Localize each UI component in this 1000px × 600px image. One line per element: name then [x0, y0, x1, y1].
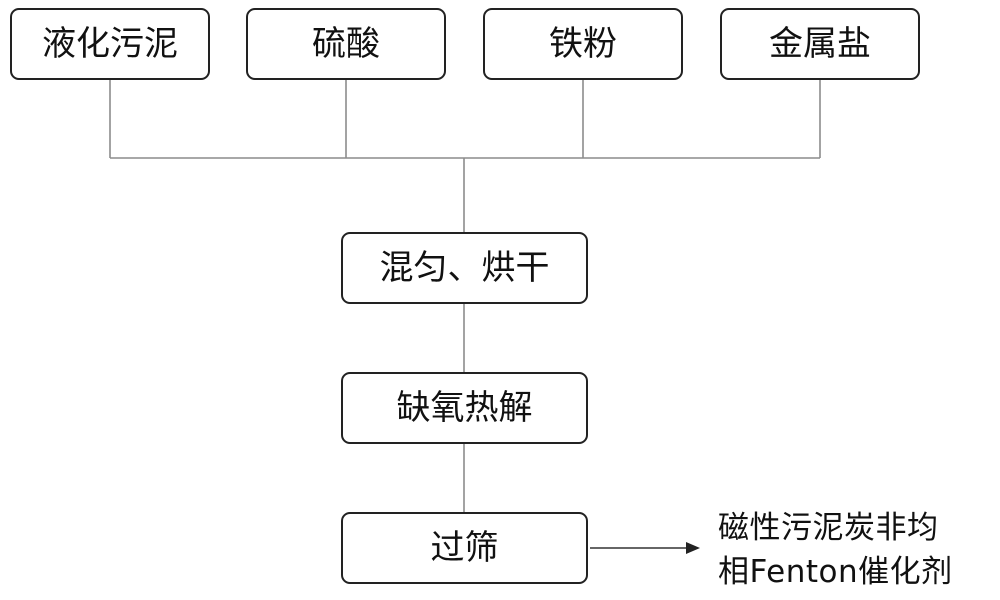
- arrow-head-icon: [686, 542, 700, 554]
- input-label: 液化污泥: [42, 24, 178, 64]
- product-label-line-1: 磁性污泥炭非均: [718, 510, 939, 546]
- step-label: 缺氧热解: [396, 388, 533, 428]
- input-box-metal-salt: 金属盐: [720, 8, 920, 80]
- product-label: 磁性污泥炭非均 相Fenton催化剂: [718, 506, 998, 594]
- input-label: 金属盐: [769, 24, 871, 64]
- step-label: 混匀、烘干: [379, 248, 550, 288]
- step-box-mix-dry: 混匀、烘干: [341, 232, 588, 304]
- step-box-sieving: 过筛: [341, 512, 588, 584]
- input-label: 铁粉: [549, 24, 617, 64]
- step-box-anoxic-pyrolysis: 缺氧热解: [341, 372, 588, 444]
- step-label: 过筛: [430, 528, 499, 568]
- input-box-sulfuric-acid: 硫酸: [246, 8, 446, 80]
- input-box-liquefied-sludge: 液化污泥: [10, 8, 210, 80]
- input-box-iron-powder: 铁粉: [483, 8, 683, 80]
- input-label: 硫酸: [312, 24, 380, 64]
- product-label-line-2: 相Fenton催化剂: [718, 554, 953, 590]
